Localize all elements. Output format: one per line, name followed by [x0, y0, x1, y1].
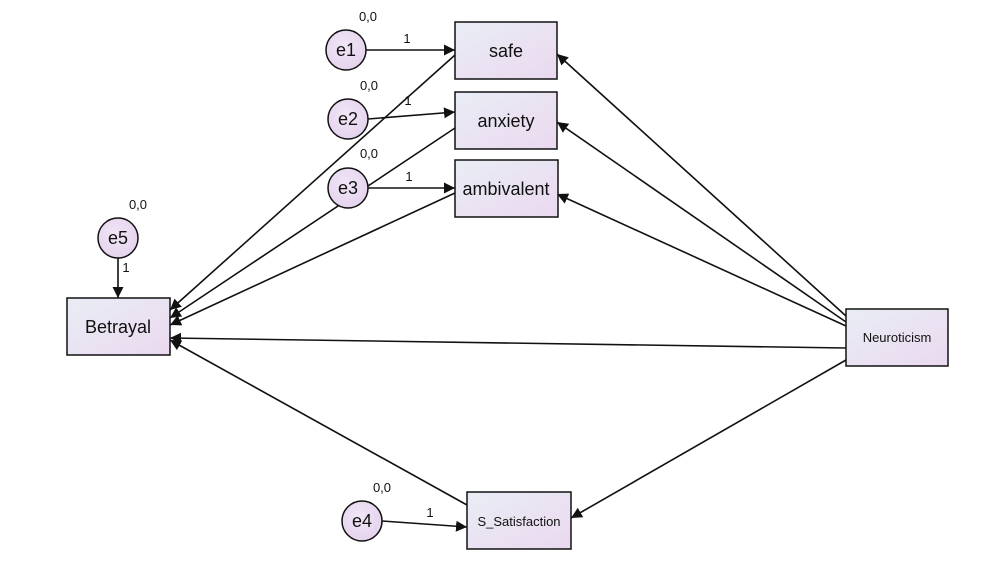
error-e2-label: e2 [338, 109, 358, 129]
error-e2-path-weight: 1 [404, 93, 411, 108]
node-s-satisfaction-label: S_Satisfaction [477, 514, 560, 529]
error-e2-mean-variance: 0,0 [360, 78, 378, 93]
error-e4-mean-variance: 0,0 [373, 480, 391, 495]
arrow-s-satisfaction-to-betrayal [169, 339, 468, 506]
arrow-neuroticism-to-safe [556, 53, 847, 317]
node-anxiety[interactable]: anxiety [454, 91, 558, 150]
arrow-neuroticism-to-anxiety [556, 121, 847, 323]
arrow-e2-to-anxiety [367, 107, 456, 120]
error-e3-mean-variance: 0,0 [360, 146, 378, 161]
arrow-ambivalent-to-betrayal [169, 192, 456, 326]
node-safe-label: safe [489, 41, 523, 61]
error-e1-path-weight: 1 [403, 31, 410, 46]
error-e4-label: e4 [352, 511, 372, 531]
node-s-satisfaction[interactable]: S_Satisfaction [466, 491, 572, 550]
error-e5-path-weight: 1 [122, 260, 129, 275]
node-neuroticism[interactable]: Neuroticism [845, 308, 949, 367]
arrow-anxiety-to-betrayal [169, 127, 456, 319]
error-e3-path-weight: 1 [405, 169, 412, 184]
node-betrayal-label: Betrayal [85, 317, 151, 337]
error-e1[interactable]: e1 0,0 1 [325, 9, 411, 71]
error-e3-label: e3 [338, 178, 358, 198]
node-ambivalent-label: ambivalent [462, 179, 549, 199]
node-neuroticism-label: Neuroticism [863, 330, 932, 345]
error-e1-label: e1 [336, 40, 356, 60]
arrow-neuroticism-to-s-satisfaction [570, 359, 847, 519]
error-e4[interactable]: e4 0,0 1 [341, 480, 434, 542]
error-e1-mean-variance: 0,0 [359, 9, 377, 24]
arrow-neuroticism-to-betrayal [169, 332, 847, 349]
node-ambivalent[interactable]: ambivalent [454, 159, 559, 218]
error-e5-label: e5 [108, 228, 128, 248]
node-anxiety-label: anxiety [477, 111, 534, 131]
arrow-e4-to-s-satisfaction [381, 520, 468, 532]
arrow-neuroticism-to-ambivalent [556, 193, 847, 327]
node-safe[interactable]: safe [454, 21, 558, 80]
arrow-safe-to-betrayal [169, 54, 456, 311]
node-betrayal[interactable]: Betrayal [66, 297, 171, 356]
error-e2[interactable]: e2 0,0 1 [327, 78, 412, 140]
path-arrows [112, 44, 847, 532]
error-e4-path-weight: 1 [426, 505, 433, 520]
error-e5[interactable]: e5 0,0 1 [97, 197, 147, 275]
error-e3[interactable]: e3 0,0 1 [327, 146, 413, 209]
error-e5-mean-variance: 0,0 [129, 197, 147, 212]
